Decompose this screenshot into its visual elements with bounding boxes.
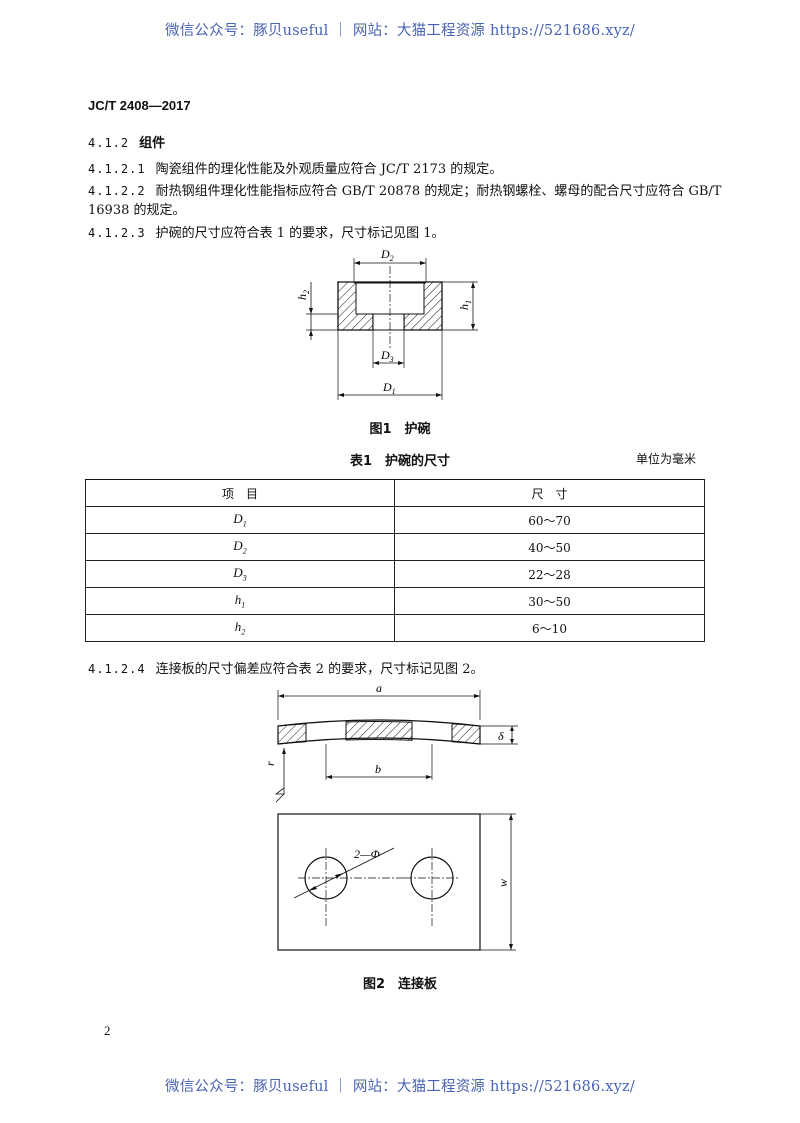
page-number: 2 xyxy=(104,1023,111,1038)
clause-text: 耐热钢组件理化性能指标应符合 GB/T 20878 的规定；耐热钢螺栓、螺母的配… xyxy=(155,184,722,199)
clause-4-1-2-3: 4.1.2.3 护碗的尺寸应符合表 1 的要求，尺寸标记见图 1。 xyxy=(88,223,445,244)
label-d1: D1 xyxy=(382,380,396,396)
figure-2-caption: 图2 连接板 xyxy=(362,977,438,992)
cell-item: h2 xyxy=(85,614,395,642)
section-title: 组件 xyxy=(139,136,166,151)
cell-size: 40～50 xyxy=(394,533,705,561)
label-r: r xyxy=(263,761,277,766)
table-1-unit: 单位为毫米 xyxy=(635,452,696,466)
figure-1-caption: 图1 护碗 xyxy=(369,422,431,437)
cell-size: 6～10 xyxy=(394,614,705,642)
clause-number: 4.1.2.4 xyxy=(88,662,146,676)
clause-number: 4.1.2.3 xyxy=(88,226,146,240)
cell-item: D2 xyxy=(85,533,395,561)
watermark-bottom: 微信公众号：豚贝useful ｜ 网站：大猫工程资源 https://52168… xyxy=(165,1079,635,1095)
clause-4-1-2-2: 4.1.2.2 耐热钢组件理化性能指标应符合 GB/T 20878 的规定；耐热钢… xyxy=(88,181,721,202)
label-b: b xyxy=(375,762,381,776)
section-heading: 4.1.2 组件 xyxy=(88,132,165,151)
label-hole-diameter: 2—Φ xyxy=(354,847,380,861)
cell-size: 60～70 xyxy=(394,506,705,534)
clause-number: 4.1.2.2 xyxy=(88,184,146,198)
table-row: D3 22～28 xyxy=(85,560,705,588)
label-h1: h1 xyxy=(457,300,473,310)
table-row: h2 6～10 xyxy=(85,614,705,642)
label-delta: δ xyxy=(498,729,504,743)
table-row: h1 30～50 xyxy=(85,587,705,615)
cell-item: D1 xyxy=(85,506,395,534)
table-header-row: 项 目 尺 寸 xyxy=(85,479,705,507)
watermark-top: 微信公众号：豚贝useful ｜ 网站：大猫工程资源 https://52168… xyxy=(165,23,635,39)
table-row: D2 40～50 xyxy=(85,533,705,561)
clause-number: 4.1.2.1 xyxy=(88,162,146,176)
label-h2: h2 xyxy=(295,290,311,300)
cell-item: h1 xyxy=(85,587,395,615)
label-w: w xyxy=(496,879,510,887)
section-number: 4.1.2 xyxy=(88,136,130,150)
clause-4-1-2-2-continued: 16938 的规定。 xyxy=(88,203,186,218)
clause-4-1-2-1: 4.1.2.1 陶瓷组件的理化性能及外观质量应符合 JC/T 2173 的规定。 xyxy=(88,159,502,180)
clause-text: 陶瓷组件的理化性能及外观质量应符合 JC/T 2173 的规定。 xyxy=(155,162,503,177)
column-header-item: 项 目 xyxy=(85,479,395,507)
cell-size: 22～28 xyxy=(394,560,705,588)
clause-text: 护碗的尺寸应符合表 1 的要求，尺寸标记见图 1。 xyxy=(155,226,445,241)
label-a: a xyxy=(376,682,382,695)
document-id: JC/T 2408—2017 xyxy=(88,98,191,113)
column-header-size: 尺 寸 xyxy=(394,479,705,507)
clause-4-1-2-4: 4.1.2.4 连接板的尺寸偏差应符合表 2 的要求，尺寸标记见图 2。 xyxy=(88,659,484,680)
table-1-guard-bowl-dimensions: 项 目 尺 寸 D1 60～70 D2 40～50 D3 22～28 h1 30… xyxy=(85,479,705,642)
label-d3: D3 xyxy=(380,348,394,364)
table-1-title: 表1 护碗的尺寸 xyxy=(349,454,451,469)
cell-size: 30～50 xyxy=(394,587,705,615)
label-d2: D2 xyxy=(380,248,394,263)
clause-text: 连接板的尺寸偏差应符合表 2 的要求，尺寸标记见图 2。 xyxy=(155,662,484,677)
cell-item: D3 xyxy=(85,560,395,588)
figure-1-guard-bowl-drawing: D2 D3 D1 h1 h2 xyxy=(295,248,478,400)
table-row: D1 60～70 xyxy=(85,506,705,534)
figure-2-connecting-plate-drawing: a δ b r w 2—Φ xyxy=(263,682,518,951)
